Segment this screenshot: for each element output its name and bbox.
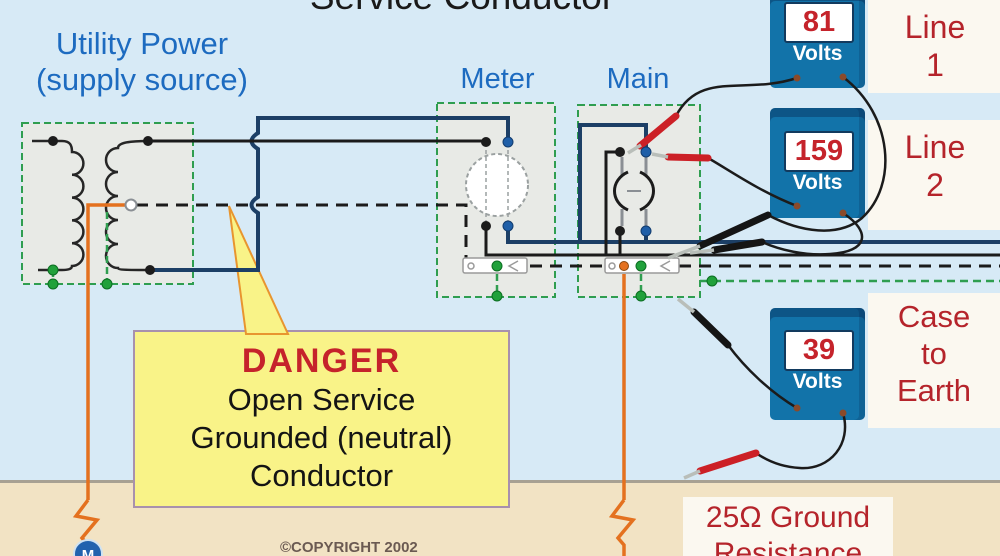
line1-label-number: 1 [926, 47, 944, 84]
meter-enclosure [436, 102, 556, 298]
utility-power-label-line2: (supply source) [36, 61, 248, 97]
line2-label-word: Line [904, 129, 966, 165]
utility-power-label: Utility Power (supply source) [8, 26, 276, 97]
case-label-line3: Earth [896, 373, 972, 409]
danger-pointer-wedge [228, 205, 290, 335]
meter-neutral-bus [462, 257, 528, 274]
meter2-black-lead-wire [761, 211, 864, 256]
danger-line1: Open Service [227, 382, 416, 417]
line1-label-word: Line [904, 9, 966, 45]
neutral-bond-orange-terminal [619, 261, 629, 271]
x0-open-terminal [124, 198, 138, 212]
main-neutral-bus [604, 257, 680, 274]
danger-line2: Grounded (neutral) [190, 419, 453, 455]
tap-x0-label: X0 [146, 186, 166, 203]
line1-label: Line 1 [880, 8, 990, 85]
main-breaker-symbol [613, 157, 655, 226]
ground-resistance-panel [683, 497, 893, 556]
black-probe-neutral-b [689, 238, 766, 255]
line1-riser-to-main-breaker [604, 150, 616, 255]
voltmeter-case-display: 39 [784, 330, 854, 371]
danger-callout: DANGER Open Service Grounded (neutral) C… [133, 330, 510, 508]
page-title: Service Conductor [252, 0, 672, 18]
meter-section-label: Meter [460, 63, 535, 95]
open-neutral-conductor [136, 203, 468, 260]
line2-label: Line 2 [880, 128, 990, 205]
danger-line3: Conductor [249, 457, 394, 493]
main-section-label: Main [606, 63, 670, 95]
ground-resistance-line1: 25Ω Ground [705, 501, 871, 534]
line1-label-panel [868, 0, 1000, 93]
red-probe-line2 [651, 152, 712, 162]
watermark-fragment: ©COPYRIGHT 2002 [280, 539, 418, 556]
meter3-red-lead-wire [755, 412, 847, 470]
green-ground-terminals [47, 260, 718, 302]
black-terminals [48, 136, 625, 275]
ground-resistance-line2: Resistance [713, 537, 863, 556]
danger-heading: DANGER [241, 342, 402, 380]
red-probe-line1 [627, 112, 680, 155]
case-label-line1: Case [897, 299, 971, 334]
transformer-secondary-coil [104, 139, 151, 272]
voltmeter-line2-display: 159 [784, 131, 854, 172]
transformer-primary-coil [32, 139, 85, 272]
ground-resistance-label: 25Ω Ground Resistance [687, 500, 889, 556]
voltmeter-line1: 81 Volts [770, 0, 865, 88]
voltmeter-case-to-earth: 39 Volts [770, 308, 865, 420]
red-probe-earth [683, 449, 760, 480]
tap-x2-label: X2 [155, 243, 175, 260]
grounding-electrode-conductor-transformer [86, 203, 129, 500]
case-label-line2: to [921, 336, 947, 372]
utility-power-label-line1: Utility Power [55, 26, 229, 61]
case-to-earth-label: Case to Earth [872, 298, 996, 410]
voltmeter-line2: 159 Volts [770, 108, 865, 218]
line1-meter-to-feeder-wire [484, 227, 1000, 257]
tap-x1-label: X1 [155, 146, 175, 163]
service-hot-line2-wire [150, 116, 510, 272]
black-probe-case [676, 297, 732, 349]
voltmeter-line1-unit: Volts [792, 42, 843, 65]
kwh-meter-symbol [465, 150, 529, 222]
voltmeter-case-unit: Volts [792, 370, 843, 393]
line2-riser-to-main-breaker [578, 123, 648, 242]
line2-label-number: 2 [926, 167, 944, 204]
voltmeter-line2-unit: Volts [792, 171, 843, 194]
main-enclosure [577, 104, 701, 298]
line2-label-panel [868, 120, 1000, 230]
case-label-panel [868, 293, 1000, 428]
voltmeter-line1-display: 81 [784, 2, 854, 43]
blue-terminals [502, 136, 652, 237]
black-probe-neutral-a [667, 211, 772, 260]
